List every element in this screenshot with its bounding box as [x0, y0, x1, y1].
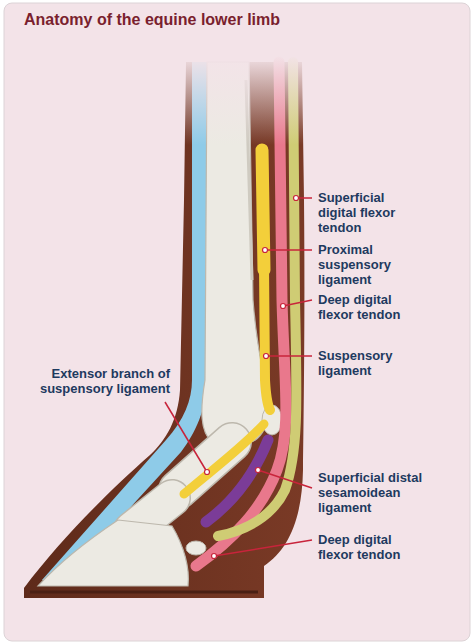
coffin-bone	[38, 520, 188, 586]
leader-line	[266, 355, 312, 357]
leader-dot	[263, 248, 268, 253]
label-holder: Extensor branch of suspensory ligament	[26, 366, 170, 396]
leader-line	[214, 540, 312, 556]
leader-dot	[212, 554, 217, 559]
leader-line	[283, 300, 312, 306]
part-label: Proximal suspensory ligament	[318, 242, 418, 287]
part-label: Extensor branch of suspensory ligament	[26, 366, 170, 396]
label-holder: Deep digital flexor tendon	[318, 292, 418, 322]
leader-dot	[256, 468, 261, 473]
part-label: Superficial digital flexor tendon	[318, 190, 418, 235]
leader-dot	[281, 304, 286, 309]
label-holder: Suspensory ligament	[318, 348, 418, 378]
leader-dot	[205, 470, 210, 475]
suspensory-ligament	[263, 150, 270, 410]
leader-dot	[264, 354, 269, 359]
title-holder: Anatomy of the equine lower limb	[24, 10, 280, 30]
leader-line	[165, 402, 207, 472]
extensor-branch	[184, 424, 264, 494]
part-label: Suspensory ligament	[318, 348, 418, 378]
navicular-bone	[186, 541, 206, 555]
top-cover	[150, 40, 320, 56]
diagram-title: Anatomy of the equine lower limb	[24, 10, 280, 30]
top-fade	[150, 55, 320, 145]
card-background	[4, 3, 470, 641]
leader-line	[258, 470, 312, 488]
part-label: Superficial distal sesamoidean ligament	[318, 470, 446, 515]
label-holder: Deep digital flexor tendon	[318, 532, 418, 562]
hoof-sole	[30, 591, 258, 594]
label-holder: Superficial digital flexor tendon	[318, 190, 418, 235]
leader-line	[265, 249, 312, 251]
label-holder: Superficial distal sesamoidean ligament	[318, 470, 446, 515]
part-label: Deep digital flexor tendon	[318, 532, 418, 562]
label-holder: Proximal suspensory ligament	[318, 242, 418, 287]
leader-dot	[294, 196, 299, 201]
part-label: Deep digital flexor tendon	[318, 292, 418, 322]
